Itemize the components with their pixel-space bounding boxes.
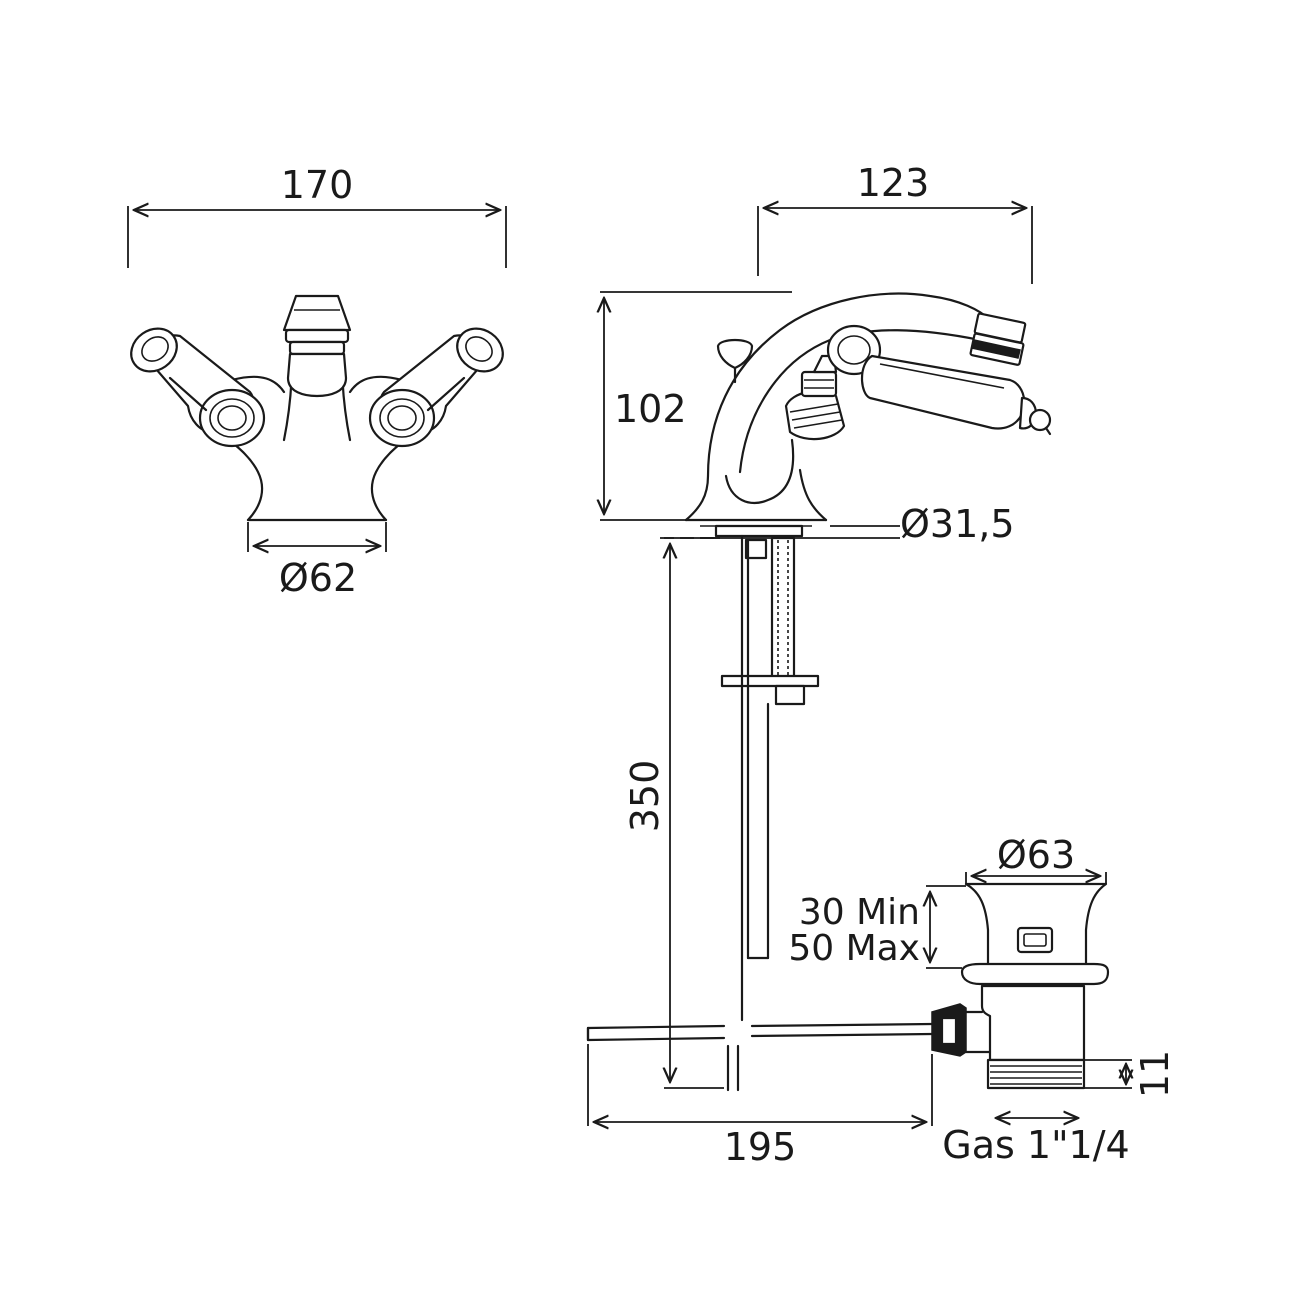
thread-label: Gas 1"1/4	[942, 1123, 1129, 1167]
dimension-195: 195	[587, 1044, 933, 1169]
right-lever-front	[368, 327, 504, 448]
shank-length-label: 350	[623, 760, 667, 833]
left-lever-front	[130, 327, 266, 448]
front-view: 170	[127, 163, 507, 600]
dimension-o62: Ø62	[247, 522, 387, 600]
dimension-102: 102	[600, 291, 792, 521]
dimension-11: 11	[1084, 1050, 1177, 1098]
spray-nozzle	[969, 312, 1027, 366]
popup-rod	[586, 1022, 934, 1092]
center-spout-front	[282, 294, 352, 398]
side-view: 123 102	[600, 161, 1052, 1089]
side-base-diameter-label: Ø31,5	[900, 502, 1015, 546]
dimension-thread: Gas 1"1/4	[942, 1118, 1130, 1167]
shank-assembly	[720, 534, 820, 1022]
side-lever	[784, 324, 1052, 441]
dimension-350: 350	[623, 537, 724, 1089]
waste-side-connector	[931, 1003, 992, 1057]
spout-reach-label: 123	[857, 161, 930, 205]
front-width-label: 170	[281, 163, 354, 207]
waste-body	[960, 882, 1110, 1090]
thickness-min-label: 30 Min	[799, 892, 920, 933]
front-base-diameter-label: Ø62	[279, 556, 357, 600]
dimension-123: 123	[757, 161, 1033, 284]
thread-height-label: 11	[1133, 1050, 1177, 1098]
dimension-thickness: 30 Min 50 Max	[788, 885, 966, 969]
flange-diameter-label: Ø63	[997, 833, 1075, 877]
dimension-o31-5: Ø31,5	[660, 502, 1015, 546]
waste-assembly: Ø63 30 Min 50 Max 195 11 Gas 1"1/4	[586, 833, 1177, 1169]
height-label: 102	[614, 387, 687, 431]
rod-length-label: 195	[724, 1125, 797, 1169]
popup-knob	[716, 338, 754, 384]
dimension-o63: Ø63	[965, 833, 1107, 884]
dimension-170: 170	[127, 163, 507, 268]
thickness-max-label: 50 Max	[788, 928, 920, 969]
